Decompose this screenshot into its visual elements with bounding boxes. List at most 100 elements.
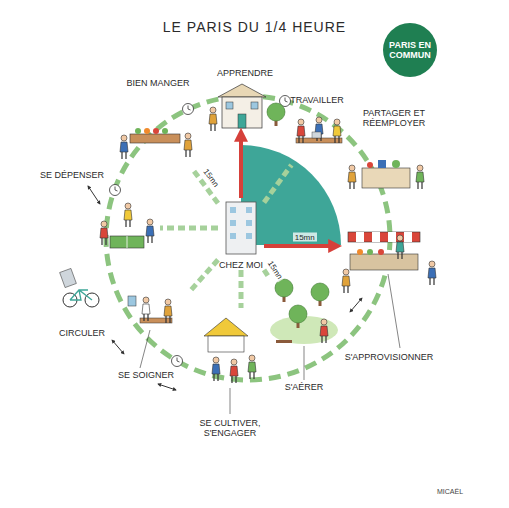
activity-node: SE CULTIVER, S'ENGAGER [192,308,268,438]
person [416,165,424,189]
door [238,114,246,128]
activity-label: SE DÉPENSER [40,170,160,180]
home-building [226,202,256,254]
swap-stall [362,168,410,188]
activity-label: BIEN MANGER [118,78,198,88]
worker-figure [333,119,341,143]
activity-node: TRAVAILLER [286,95,348,165]
produce [357,249,363,255]
activity-label: APPRENDRE [205,68,285,78]
tree [311,283,329,306]
visitor-figure [230,359,238,383]
leader-line [140,330,150,368]
leader-line [388,274,400,348]
walking-spoke [264,270,270,279]
runner-figure [124,203,132,227]
signature: MICAËL [420,488,480,496]
logo-text: PARIS EN COMMUN [382,40,438,60]
clock-hands [115,187,118,192]
activity-label: TRAVAILLER [286,95,348,105]
pingpong-table [110,236,144,248]
walking-spoke [264,165,291,203]
activity-node: PARTAGER ET RÉEMPLOYER [350,108,438,208]
window [230,220,236,226]
walker-figure [320,319,328,343]
bench [276,340,292,343]
window [246,207,252,213]
object [378,160,386,168]
stall-counter [350,254,418,270]
activity-label: S'APPROVISIONNER [338,352,440,362]
worker-figure [297,119,305,143]
visitor-figure [248,355,256,379]
activity-node: S'APPROVISIONNER [338,222,440,362]
duration-label: 15mn [200,166,222,191]
awning-stripe [356,232,364,242]
transit-sign [60,268,77,287]
double-arrow [158,384,176,390]
activity-node: BIEN MANGER [118,78,198,168]
shopper-figure [342,269,350,293]
logo-badge [383,23,437,77]
child-figure [209,107,217,131]
activity-label: S'AÉRER [270,382,338,392]
clock-marker [172,356,183,367]
leader-line [304,346,305,380]
produce [378,249,384,255]
shopper-figure [428,261,436,285]
awning-stripe [388,232,396,242]
activity-node: CIRCULER [50,262,114,338]
bike-frame [70,290,92,300]
duration-label: 15mn [265,257,286,282]
clock-hands [285,98,288,103]
walking-spoke [239,270,244,308]
activity-label: CHEZ MOI [218,260,264,270]
arrow-spoke [239,132,243,198]
clock-marker [183,104,194,115]
double-arrow [88,186,100,204]
awning-stripe [372,232,380,242]
activity-node: S'AÉRER [270,272,338,392]
clock-hands [188,106,191,111]
vendor-figure [396,235,404,259]
person [348,165,356,189]
doctor-figure [142,297,150,321]
object [392,160,400,168]
activity-node: SE DÉPENSER [40,170,160,258]
window [230,207,236,213]
walking-spoke [160,226,218,231]
table-net [127,236,128,248]
laptop [312,132,321,138]
object [367,162,373,168]
activity-node: SE SOIGNER [118,283,190,380]
stand-roof [204,318,248,336]
home-node: CHEZ MOI [218,198,264,270]
shopper-figure [120,135,128,159]
player-figure [100,221,108,245]
window [226,102,233,109]
vegetable [135,128,141,134]
desk [140,318,172,323]
vegetable [144,128,150,134]
player-figure [146,219,154,243]
clock-marker [110,185,121,196]
vendor-figure [184,133,192,157]
arrow-spoke [264,244,338,248]
activity-label: CIRCULER [50,328,114,338]
vegetable [162,128,168,134]
activity-label: PARTAGER ET RÉEMPLOYER [350,108,438,128]
stand-table [208,336,244,352]
activity-label: SE SOIGNER [118,370,190,380]
tree [267,103,285,126]
vegetable [153,128,159,134]
activity-label: SE CULTIVER, S'ENGAGER [192,418,268,438]
duration-label: 15mn [293,233,317,242]
produce [367,249,373,255]
window [230,233,236,239]
leader-line [230,388,231,414]
